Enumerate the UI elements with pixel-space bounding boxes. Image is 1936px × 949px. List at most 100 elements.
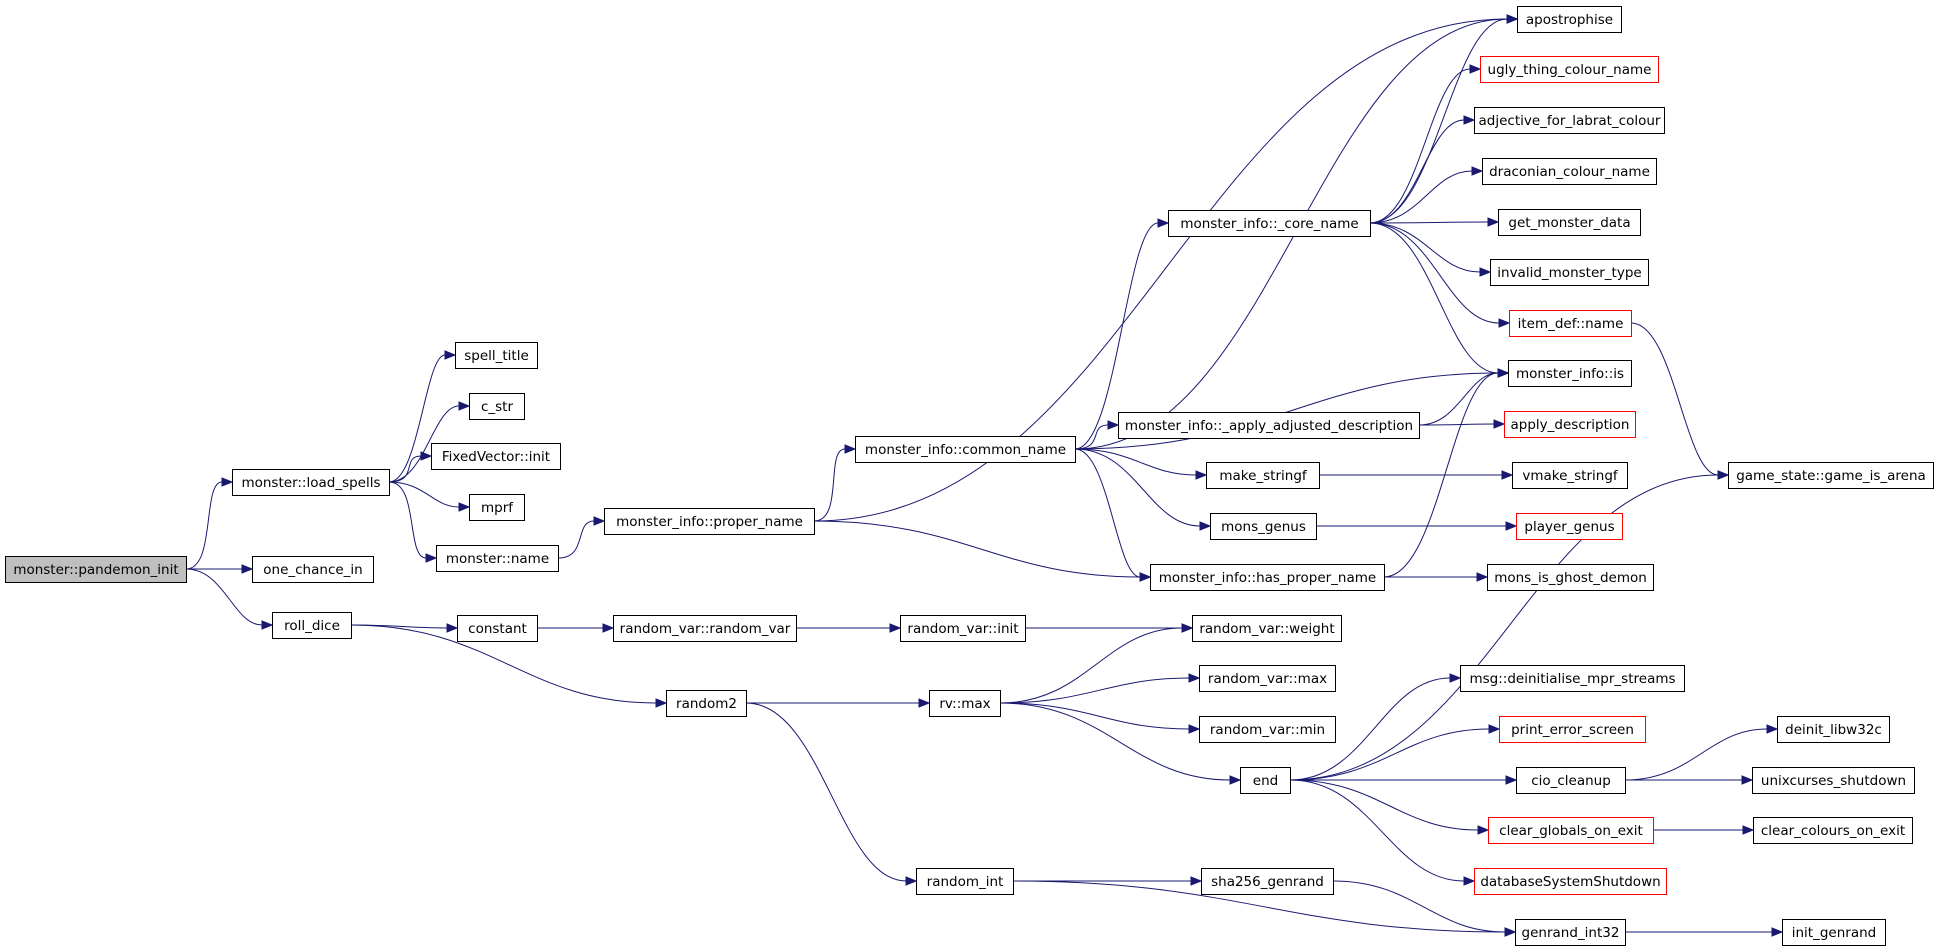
node-proper-name[interactable]: monster_info::proper_name bbox=[604, 508, 815, 535]
node-clear-colours[interactable]: clear_colours_on_exit bbox=[1753, 817, 1913, 844]
node-get-monster-data[interactable]: get_monster_data bbox=[1498, 209, 1641, 236]
edge-arrowhead bbox=[1741, 775, 1754, 785]
node-load-spells[interactable]: monster::load_spells bbox=[232, 469, 390, 496]
edge-arrowhead bbox=[593, 516, 606, 526]
node-end[interactable]: end bbox=[1240, 767, 1291, 794]
node-random-var-ctor[interactable]: random_var::random_var bbox=[613, 615, 797, 642]
node-sha256-genrand[interactable]: sha256_genrand bbox=[1201, 868, 1334, 895]
edge-line bbox=[813, 18, 1508, 522]
node-player-genus[interactable]: player_genus bbox=[1516, 513, 1623, 540]
node-monster-info-is[interactable]: monster_info::is bbox=[1508, 360, 1632, 387]
edge-sha256_genrand-to-genrand_int32 bbox=[1332, 880, 1517, 937]
node-rv-max[interactable]: rv::max bbox=[929, 690, 1001, 717]
edge-arrowhead bbox=[1188, 724, 1201, 734]
edge-line bbox=[388, 405, 460, 483]
node-c-str[interactable]: c_str bbox=[469, 393, 525, 420]
node-label: adjective_for_labrat_colour bbox=[1479, 113, 1661, 129]
node-label: cio_cleanup bbox=[1531, 773, 1611, 789]
edge-arrowhead bbox=[420, 451, 433, 461]
edge-monster_name-to-proper_name bbox=[557, 516, 606, 559]
node-has-proper-name[interactable]: monster_info::has_proper_name bbox=[1150, 564, 1385, 591]
node-core-name[interactable]: monster_info::_core_name bbox=[1168, 210, 1371, 237]
node-vmake-stringf[interactable]: vmake_stringf bbox=[1512, 462, 1628, 489]
node-box bbox=[604, 508, 815, 535]
edge-line bbox=[388, 455, 422, 483]
node-mons-is-ghost-demon[interactable]: mons_is_ghost_demon bbox=[1487, 564, 1654, 591]
node-fixedvector-init[interactable]: FixedVector::init bbox=[431, 443, 561, 470]
node-label: vmake_stringf bbox=[1522, 468, 1619, 484]
node-apply-description[interactable]: apply_description bbox=[1504, 411, 1636, 438]
edge-core_name-to-draconian bbox=[1369, 166, 1484, 224]
node-game-is-arena[interactable]: game_state::game_is_arena bbox=[1728, 462, 1934, 489]
edge-line bbox=[1074, 448, 1141, 578]
node-label: game_state::game_is_arena bbox=[1736, 468, 1926, 484]
node-label: clear_globals_on_exit bbox=[1499, 823, 1643, 839]
node-box bbox=[1508, 360, 1632, 387]
node-item-def-name[interactable]: item_def::name bbox=[1509, 310, 1632, 337]
edge-end-to-clear_globals bbox=[1289, 779, 1490, 835]
edge-line bbox=[999, 702, 1231, 781]
edge-apply_adjusted-to-apply_description bbox=[1418, 419, 1506, 429]
edge-core_name-to-invalid_monster_type bbox=[1369, 222, 1492, 277]
edge-pandemon_init-to-one_chance_in bbox=[186, 564, 254, 574]
node-constant[interactable]: constant bbox=[457, 615, 538, 642]
edge-end-to-db_shutdown bbox=[1289, 779, 1476, 886]
edge-line bbox=[1289, 677, 1451, 781]
node-box bbox=[1150, 564, 1385, 591]
node-db-shutdown[interactable]: databaseSystemShutdown bbox=[1474, 868, 1667, 895]
node-random-var-max[interactable]: random_var::max bbox=[1199, 665, 1336, 692]
node-box bbox=[1474, 107, 1665, 134]
node-random-int[interactable]: random_int bbox=[916, 868, 1014, 895]
edge-arrowhead bbox=[655, 698, 668, 708]
edge-arrowhead bbox=[1469, 64, 1482, 74]
node-random-var-weight[interactable]: random_var::weight bbox=[1192, 615, 1342, 642]
edge-load_spells-to-spell_title bbox=[388, 350, 457, 483]
node-label: player_genus bbox=[1524, 519, 1614, 535]
node-random2[interactable]: random2 bbox=[666, 690, 747, 717]
node-random-var-init[interactable]: random_var::init bbox=[900, 615, 1026, 642]
node-spell-title[interactable]: spell_title bbox=[455, 342, 538, 369]
edge-common_name-to-mons_genus bbox=[1074, 448, 1212, 531]
node-mprf[interactable]: mprf bbox=[469, 494, 525, 521]
node-mons-genus[interactable]: mons_genus bbox=[1210, 513, 1317, 540]
node-common-name[interactable]: monster_info::common_name bbox=[855, 436, 1076, 463]
node-label: random_var::max bbox=[1208, 671, 1327, 687]
edge-common_name-to-make_stringf bbox=[1074, 448, 1208, 480]
node-roll-dice[interactable]: roll_dice bbox=[272, 612, 352, 639]
edge-load_spells-to-c_str bbox=[388, 401, 471, 483]
node-label: monster_info::is bbox=[1516, 366, 1624, 382]
node-msg-deinit[interactable]: msg::deinitialise_mpr_streams bbox=[1460, 665, 1685, 692]
node-invalid-monster-type[interactable]: invalid_monster_type bbox=[1490, 259, 1649, 286]
node-label: constant bbox=[468, 621, 527, 637]
node-box bbox=[252, 556, 374, 583]
node-apply-adjusted[interactable]: monster_info::_apply_adjusted_descriptio… bbox=[1118, 412, 1420, 439]
node-deinit-libw32c[interactable]: deinit_libw32c bbox=[1777, 716, 1890, 743]
node-init-genrand[interactable]: init_genrand bbox=[1782, 919, 1886, 946]
node-pandemon-init[interactable]: monster::pandemon_init bbox=[5, 556, 187, 583]
node-label: random_var::init bbox=[907, 621, 1018, 637]
node-genrand-int32[interactable]: genrand_int32 bbox=[1515, 919, 1626, 946]
node-label: print_error_screen bbox=[1511, 722, 1634, 738]
node-make-stringf[interactable]: make_stringf bbox=[1206, 462, 1320, 489]
node-print-error-screen[interactable]: print_error_screen bbox=[1499, 716, 1646, 743]
edge-constant-to-random_var_ctor bbox=[537, 623, 615, 633]
edge-cio_cleanup-to-deinit_libw32c bbox=[1624, 724, 1779, 781]
node-one-chance-in[interactable]: one_chance_in bbox=[252, 556, 374, 583]
node-apostrophise[interactable]: apostrophise bbox=[1517, 6, 1622, 33]
edge-random_var_init-to-random_var_weight bbox=[1025, 623, 1194, 633]
node-box bbox=[232, 469, 390, 496]
edge-arrowhead bbox=[1505, 521, 1518, 531]
node-ugly-thing[interactable]: ugly_thing_colour_name bbox=[1480, 56, 1659, 83]
node-cio-cleanup[interactable]: cio_cleanup bbox=[1516, 767, 1626, 794]
node-label: ugly_thing_colour_name bbox=[1488, 62, 1652, 78]
node-labrat[interactable]: adjective_for_labrat_colour bbox=[1474, 107, 1665, 134]
node-monster-name[interactable]: monster::name bbox=[436, 545, 559, 572]
node-random-var-min[interactable]: random_var::min bbox=[1199, 716, 1336, 743]
node-clear-globals[interactable]: clear_globals_on_exit bbox=[1488, 817, 1654, 844]
node-unixcurses-shutdown[interactable]: unixcurses_shutdown bbox=[1752, 767, 1915, 794]
edge-proper_name-to-common_name bbox=[813, 444, 857, 522]
node-draconian[interactable]: draconian_colour_name bbox=[1482, 158, 1657, 185]
edge-line bbox=[999, 702, 1190, 730]
node-box bbox=[1752, 767, 1915, 794]
